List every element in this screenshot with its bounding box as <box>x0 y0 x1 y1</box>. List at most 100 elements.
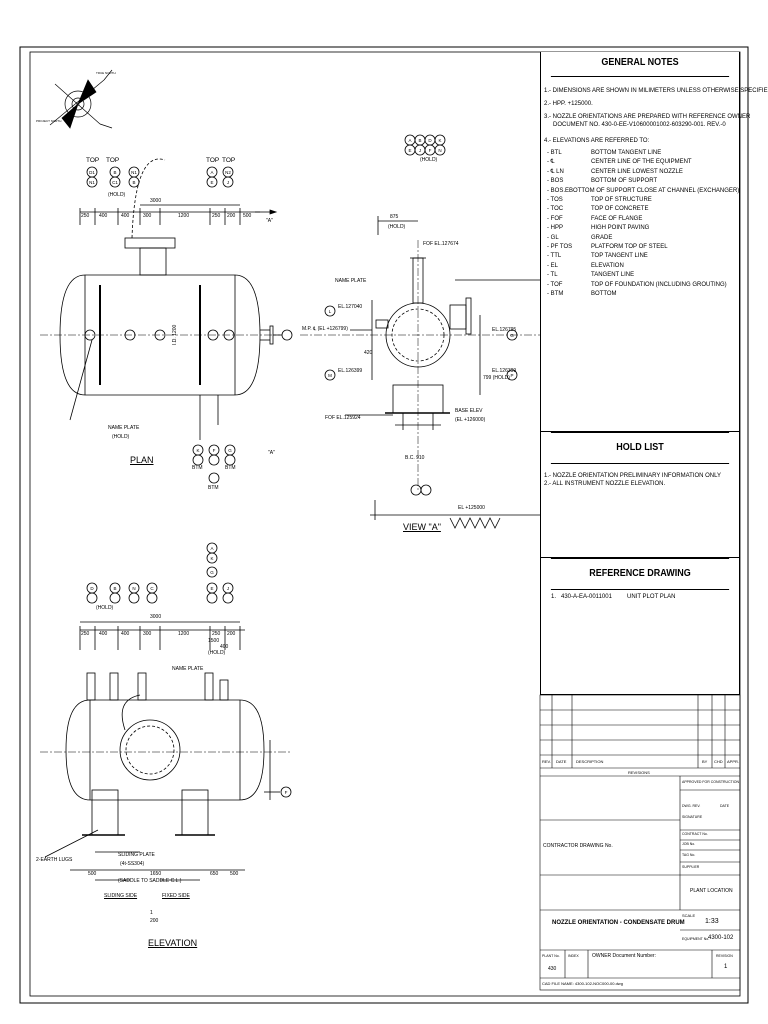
revision-label: REVISION <box>716 954 733 958</box>
inner-border <box>29 51 741 997</box>
abbreviation-desc: BOTTOM OF SUPPORT <box>591 178 658 185</box>
general-notes-panel: GENERAL NOTES 1.- DIMENSIONS ARE SHOWN I… <box>540 52 768 432</box>
abbreviation-code: - FOF <box>547 215 563 222</box>
reference-item-no: 1. <box>551 594 557 600</box>
elev-bottom-dim-3: 650 <box>210 871 219 877</box>
plan-btm-3: BTM <box>208 485 219 491</box>
plan-overall-dim: 3000 <box>150 198 162 204</box>
abbreviation-code: - BOS <box>547 178 564 185</box>
abbreviation-row: - BOS BOTTOM OF SUPPORT <box>541 177 739 186</box>
elev-dim-4: 300 <box>143 631 152 637</box>
elevation-nozzle-balloon: K <box>210 556 213 561</box>
north-arrow-icon: N PROJECT NORTH TRUE NORTH <box>36 69 116 129</box>
view-a-nozzle-balloon: B <box>418 138 421 143</box>
view-a-drawing <box>300 134 560 529</box>
abbreviation-desc: HIGH POINT PAVING <box>591 225 650 232</box>
view-a-dim-799: 799 (HOLD) <box>483 375 510 381</box>
view-a-el-126399-right: EL.126399 <box>492 368 517 374</box>
rev-header-date: DATE <box>556 759 567 764</box>
general-note-3b: DOCUMENT NO. 430-0-EE-V10600001002-60329… <box>553 122 726 128</box>
plan-hold-label: (HOLD) <box>108 192 126 198</box>
view-a-bc: B.C. 910 <box>405 455 425 461</box>
elev-name-plate: NAME PLATE <box>172 666 204 672</box>
view-a-dim-875: 875 <box>390 214 399 220</box>
signature-label: SIGNATURE <box>682 815 703 819</box>
view-a-nozzle-balloon: E <box>408 148 411 153</box>
plan-name-plate: NAME PLATE <box>108 425 140 431</box>
abbreviation-row: - BTL BOTTOM TANGENT LINE <box>541 149 739 158</box>
elev-saddle: (SADDLE TO SADDLE C.L.) <box>118 878 182 884</box>
plan-dim-8: 500 <box>243 213 252 219</box>
abbreviation-code: - TTL <box>547 253 562 260</box>
hold-item-1: 1.- NOZZLE ORIENTATION PRELIMINARY INFOR… <box>544 473 722 479</box>
view-a-el-126399-left: EL.126399 <box>338 368 363 374</box>
abbreviation-row: - FOF FACE OF FLANGE <box>541 215 739 224</box>
elev-hold-2: (HOLD) <box>208 650 226 656</box>
plan-nozzle-balloon: G <box>228 448 232 453</box>
view-a-el-127040: EL.127040 <box>338 304 363 310</box>
rev-header-by: BY <box>702 759 708 764</box>
owner-doc-label: OWNER Document Number: <box>592 953 656 959</box>
rev-header-appr: APPR. <box>727 759 740 764</box>
view-a-name-plate: NAME PLATE <box>335 278 367 284</box>
view-a-nozzle-balloon: F <box>429 148 432 153</box>
revisions-label: REVISIONS <box>628 770 650 775</box>
revision-value: 1 <box>724 964 728 970</box>
plan-view-ref: "A" <box>266 218 273 224</box>
plant-no-label: PLANT No. <box>542 954 560 958</box>
abbreviation-desc: FACE OF FLANGE <box>591 215 643 222</box>
plan-btm-2: BTM <box>225 465 236 471</box>
contract-no-label: CONTRACT No. <box>682 832 708 836</box>
elev-dim-5: 1200 <box>178 631 190 637</box>
plan-nozzle-balloon: A <box>210 170 213 175</box>
view-a-title: VIEW "A" <box>403 522 441 532</box>
view-a-el-126795: EL.126795 <box>492 327 517 333</box>
plan-id-label: I.D. 1200 <box>172 324 178 345</box>
plan-dim-3: 400 <box>121 213 130 219</box>
abbreviation-desc: TOP TANGENT LINE <box>591 253 648 260</box>
plan-name-plate-hold: (HOLD) <box>112 434 130 440</box>
rev-header-rev: REV. <box>542 759 551 764</box>
view-a-nozzle-balloon: N <box>438 148 441 153</box>
elev-dim-3: 400 <box>121 631 130 637</box>
view-a-el-125000: EL +125000 <box>458 505 485 511</box>
plan-top-label-4: TOP <box>222 157 236 164</box>
view-a-dim-875-hold: (HOLD) <box>388 224 406 230</box>
plan-nozzle-balloon: F <box>213 448 216 453</box>
view-a-base-elev: BASE ELEV <box>455 408 483 414</box>
abbreviation-code: - TOS <box>547 197 563 204</box>
hold-list-title: HOLD LIST <box>550 432 730 464</box>
abbreviation-code: - PF TOS <box>547 244 573 251</box>
date-label: DATE <box>720 804 730 808</box>
view-a-nozzle-balloon: A <box>408 138 411 143</box>
abbreviation-code: - EL <box>547 262 559 269</box>
abbreviation-desc: TOP OF CONCRETE <box>591 206 649 213</box>
abbreviation-code: - BTL <box>547 150 562 156</box>
abbreviation-desc: TANGENT LINE <box>591 272 635 279</box>
plan-nozzle-balloon: D1 <box>89 170 95 175</box>
general-note-2: 2.- HPP. +125000. <box>544 101 593 107</box>
abbreviation-desc: BOTTOM <box>591 291 617 298</box>
view-a-nozzle-balloon: J <box>419 148 421 153</box>
view-a-nozzle-balloon: K <box>438 138 441 143</box>
view-a-nozzle-balloon: G <box>510 333 514 338</box>
elev-sliding-spec: (4t-SS304) <box>120 861 145 867</box>
plan-nozzle-balloon: B <box>113 170 116 175</box>
view-a-nozzle-balloon: L <box>329 309 332 314</box>
view-a-fof-top: FOF EL.127674 <box>423 241 459 247</box>
general-note-3: 3.- NOZZLE ORIENTATIONS ARE PREPARED WIT… <box>544 114 751 120</box>
abbreviation-code: - BOS.E <box>547 187 570 194</box>
elevation-nozzle-balloon: G <box>210 570 214 575</box>
elev-dim-right-2: 400 <box>220 644 229 650</box>
abbreviation-code: - ℄ LN <box>547 168 564 175</box>
abbreviation-desc: BOTTOM TANGENT LINE <box>591 150 662 156</box>
elevation-nozzle-balloon: J <box>227 586 229 591</box>
view-a-nozzle-balloon: P <box>510 373 513 378</box>
abbreviation-code: - TL <box>547 272 558 279</box>
elev-dim-1: 250 <box>81 631 90 637</box>
